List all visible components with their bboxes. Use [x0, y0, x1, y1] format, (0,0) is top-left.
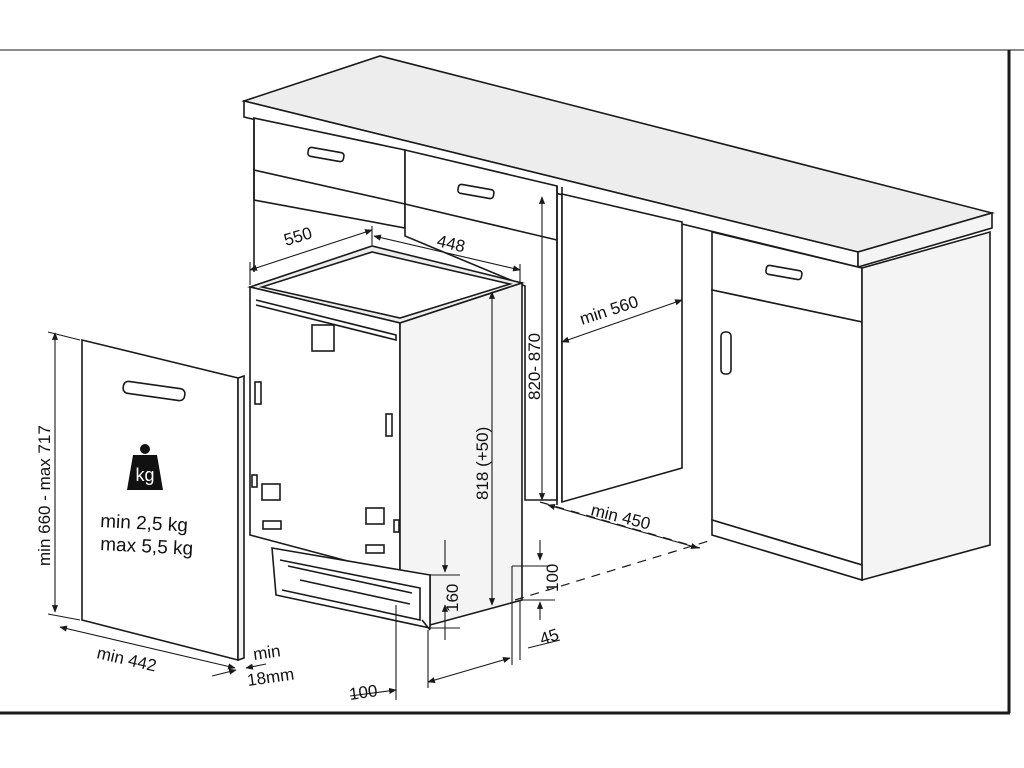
- drawer-handle-1: [307, 146, 345, 163]
- label-appliance-height: 818 (+50): [473, 427, 492, 500]
- label-front-offset: 100: [348, 681, 379, 704]
- weight-unit-label: kg: [135, 465, 154, 485]
- dimension-lines: [47, 196, 713, 700]
- right-cabinet-side: [861, 230, 991, 582]
- door-panel: kg min 2,5 kg max 5,5 kg: [81, 338, 245, 662]
- door-panel-handle: [122, 380, 186, 402]
- label-floor-depth: min 450: [589, 500, 652, 533]
- drawer-handle-2: [457, 183, 495, 200]
- label-depth: 550: [282, 223, 315, 249]
- kitchen-cabinets: [241, 55, 996, 582]
- label-niche-height: 820- 870: [525, 333, 544, 400]
- hinge-left: [261, 483, 281, 501]
- label-panel-thickness-value: 18mm: [246, 665, 295, 690]
- side-clip-lower-left: [251, 474, 258, 488]
- drawer-handle-3: [765, 264, 803, 281]
- label-plinth-height: 160: [443, 584, 462, 612]
- weight-kg-icon: kg: [127, 444, 163, 490]
- niche-back: [561, 192, 683, 504]
- side-clip-right: [385, 413, 393, 437]
- label-panel-height: min 660 - max 717: [35, 425, 54, 566]
- side-clip-lower-right: [393, 519, 400, 533]
- top-bracket: [311, 324, 335, 352]
- door-panel-front: [81, 338, 239, 662]
- weight-min-label: min 2,5 kg: [100, 511, 189, 537]
- countertop-side: [857, 211, 993, 269]
- foot-left: [262, 520, 282, 530]
- label-plinth-offset: 45: [537, 625, 561, 649]
- foot-right: [365, 544, 385, 554]
- door-handle: [720, 331, 732, 375]
- frame: [0, 49, 1024, 715]
- hinge-right: [365, 507, 385, 525]
- right-cabinet-door: [711, 289, 863, 567]
- label-plinth-clearance: 100: [543, 564, 562, 592]
- door-panel-edge: [237, 374, 245, 662]
- label-panel-thickness-min: min: [252, 641, 282, 664]
- right-cabinet-plinth: [711, 518, 863, 582]
- side-clip-left: [254, 381, 262, 405]
- weight-max-label: max 5,5 kg: [100, 534, 194, 560]
